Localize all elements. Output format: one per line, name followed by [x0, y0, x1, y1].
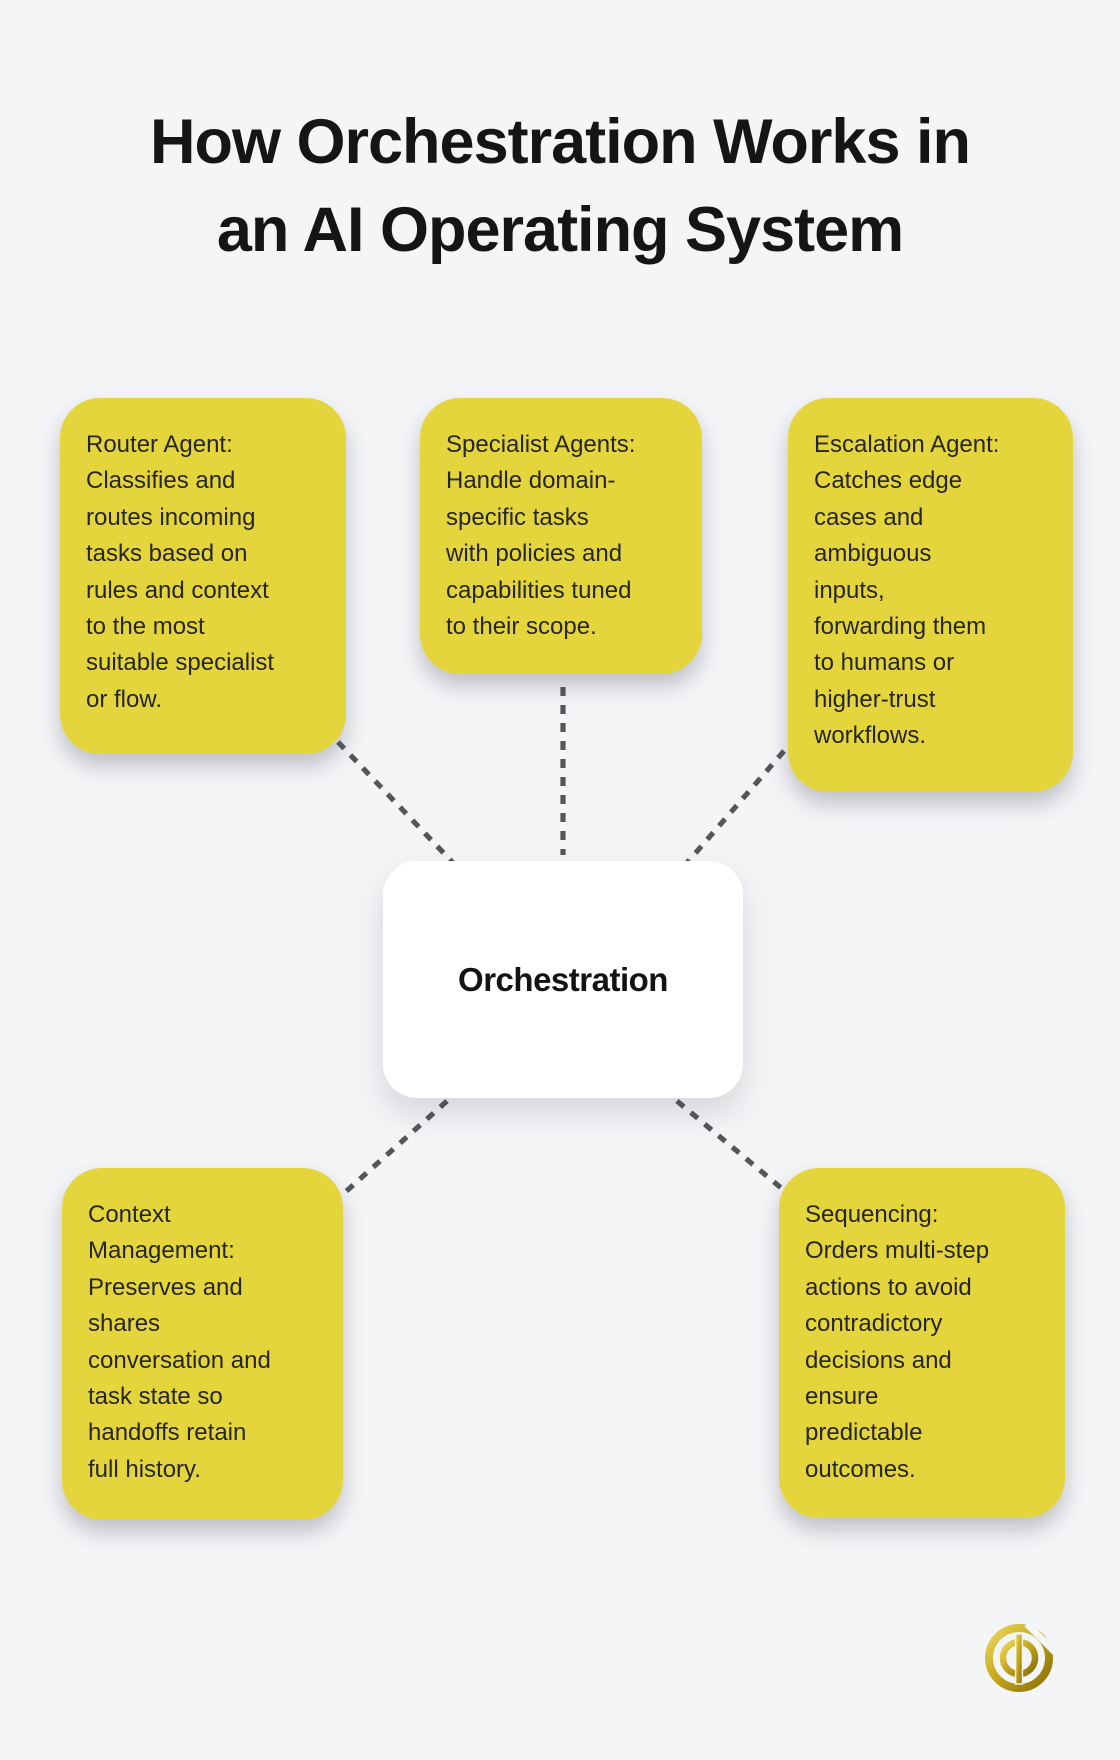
page-title-line-2: an AI Operating System: [216, 195, 904, 265]
connector-router-to-center: [336, 740, 458, 868]
connector-center-to-sequencing: [675, 1099, 788, 1194]
center-node-label: Orchestration: [458, 960, 668, 998]
center-node-orchestration: Orchestration: [383, 861, 743, 1098]
node-specialist-agents: Specialist Agents: Handle domain- specif…: [420, 398, 702, 674]
page-title: How Orchestration Works in an AI Operatin…: [0, 98, 1120, 274]
logo-q-stem: [1014, 1633, 1024, 1685]
logo-outer-ring: [985, 1624, 1053, 1692]
node-context-management: Context Management: Preserves and shares…: [62, 1168, 343, 1520]
node-router-agent: Router Agent: Classifies and routes inco…: [60, 398, 346, 754]
page-title-line-1: How Orchestration Works in: [150, 107, 971, 177]
gold-q-emblem-icon: [985, 1622, 1055, 1692]
node-sequencing: Sequencing: Orders multi-step actions to…: [779, 1168, 1065, 1518]
node-escalation-agent: Escalation Agent: Catches edge cases and…: [788, 398, 1073, 792]
logo-diagonal-cut: [1024, 1622, 1055, 1657]
connector-center-to-context: [339, 1099, 449, 1198]
connector-escalation-to-center: [684, 749, 786, 866]
